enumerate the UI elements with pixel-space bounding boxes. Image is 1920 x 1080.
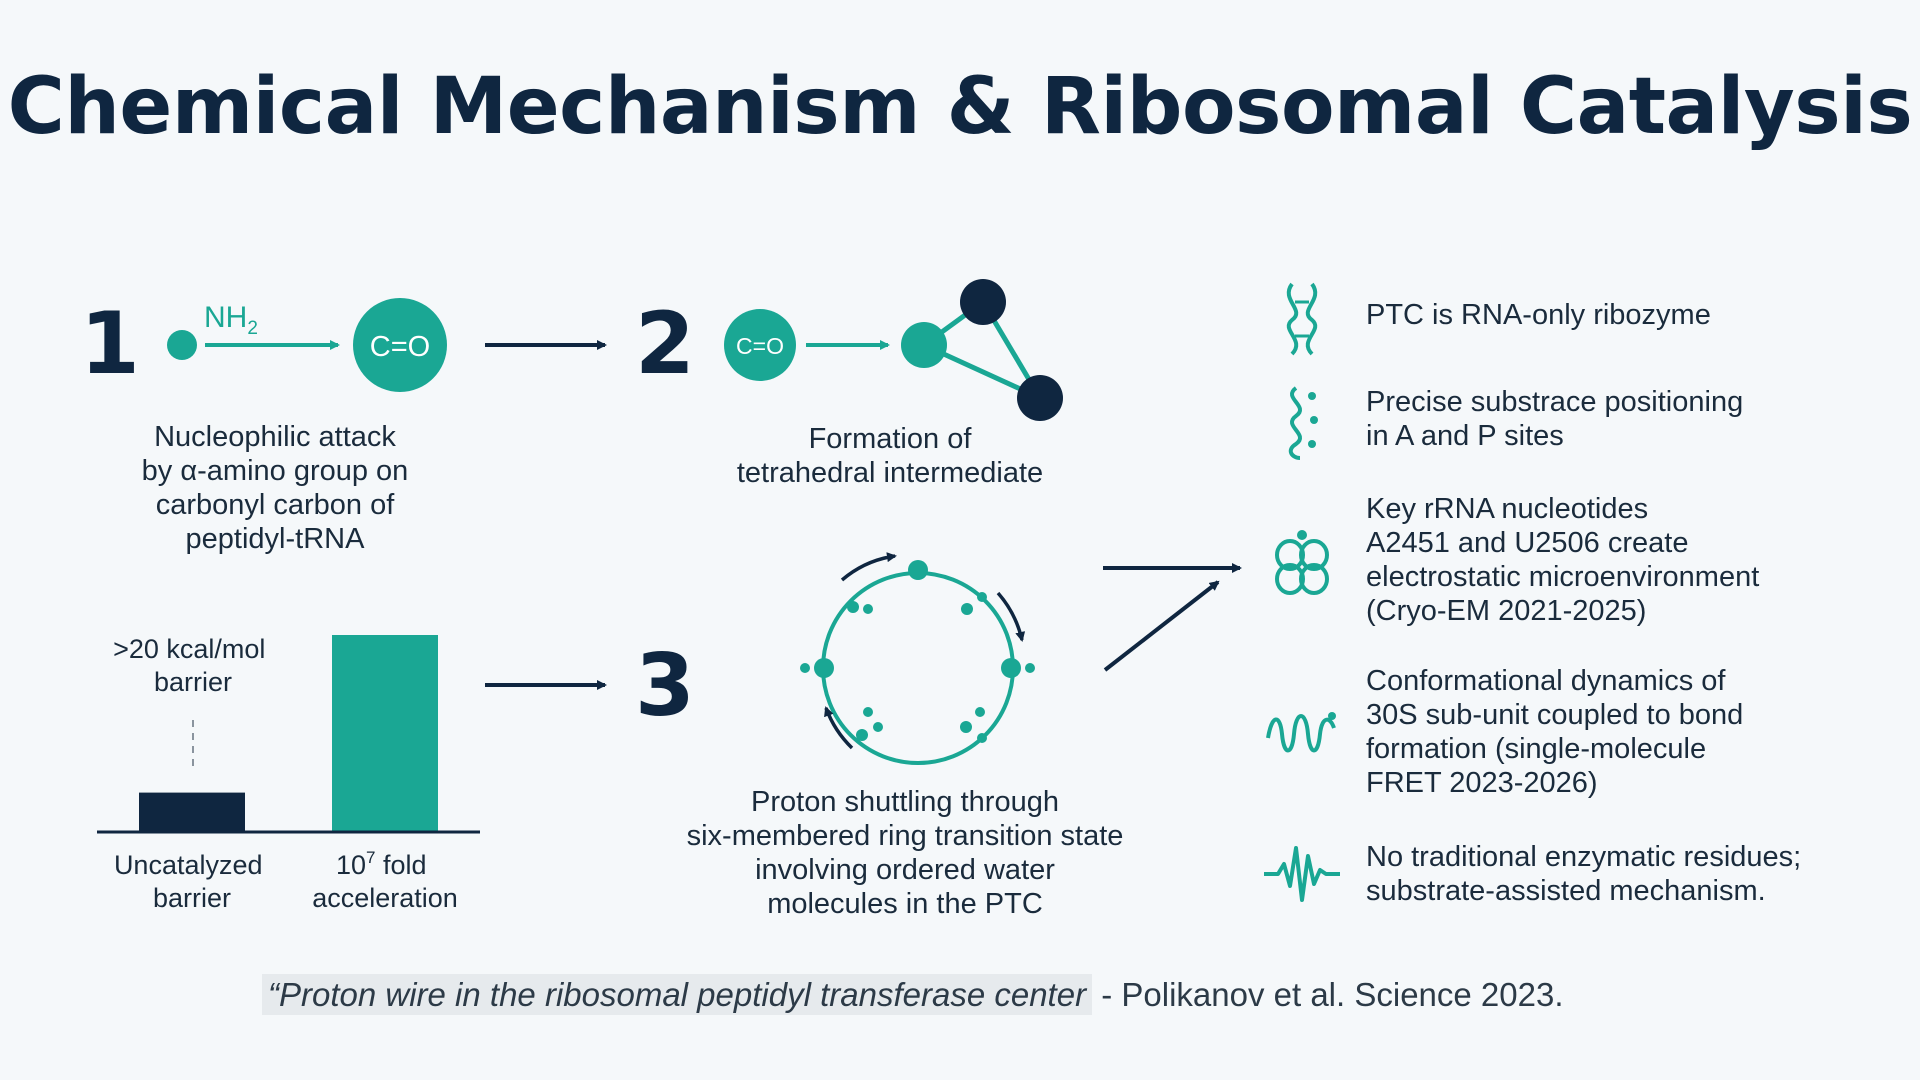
citation-source: - Polikanov et al. Science 2023.	[1092, 976, 1564, 1013]
bar-uncatalyzed	[139, 792, 245, 832]
citation: “Proton wire in the ribosomal peptidyl t…	[262, 974, 1564, 1015]
point-5-text: No traditional enzymatic residues; subst…	[1366, 841, 1802, 907]
rna-strand-icon	[1288, 386, 1318, 460]
carbonyl-node-2-label: C=O	[736, 333, 784, 359]
step-1-caption: Nucleophilic attack by α-amino group on …	[141, 421, 409, 555]
step-2-caption: Formation of tetrahedral intermediate	[736, 423, 1044, 489]
step-1-number: 1	[80, 294, 140, 394]
proton-shuttle-ring-icon	[800, 552, 1035, 765]
amino-nitrogen-dot	[167, 330, 197, 360]
tetrahedral-intermediate-icon	[901, 279, 1063, 421]
point-4-text: Conformational dynamics of 30S sub-unit …	[1366, 665, 1744, 799]
step-3-number: 3	[635, 636, 695, 736]
page-title: Chemical Mechanism & Ribosomal Catalysis	[7, 62, 1913, 152]
point-2-text: Precise substrace positioning in A and P…	[1366, 386, 1744, 452]
exponent: 7	[366, 848, 375, 867]
barrier-annotation-line-1: >20 kcal/mol	[113, 634, 265, 664]
nh2-label: NH2	[204, 301, 258, 339]
citation-quote: “Proton wire in the ribosomal peptidyl t…	[262, 974, 1093, 1015]
bar-chart: >20 kcal/mol barrier Uncatalyzed barrier…	[97, 634, 480, 913]
point-1-text: PTC is RNA-only ribozyme	[1366, 299, 1711, 331]
bar-label-acceleration: 107 fold acceleration	[312, 848, 458, 913]
rna-helix-icon	[1286, 282, 1318, 356]
bar-label-uncatalyzed: Uncatalyzed barrier	[114, 850, 270, 913]
signal-wave-icon	[1264, 846, 1340, 902]
dynamics-wave-icon	[1266, 712, 1336, 753]
step-2-number: 2	[635, 294, 695, 394]
carbonyl-node-2	[724, 309, 796, 381]
bar-acceleration	[332, 635, 438, 832]
carbonyl-node-1-label: C=O	[370, 331, 430, 363]
point-3-text: Key rRNA nucleotides A2451 and U2506 cre…	[1366, 493, 1760, 627]
nucleotide-cluster-icon	[1275, 530, 1329, 595]
barrier-annotation-line-2: barrier	[154, 667, 232, 697]
barrier-annotation: >20 kcal/mol barrier	[113, 634, 273, 697]
arrow-to-points-2	[1103, 580, 1220, 672]
step-3-caption: Proton shuttling through six-membered ri…	[686, 786, 1124, 920]
carbonyl-node-1	[353, 298, 447, 392]
